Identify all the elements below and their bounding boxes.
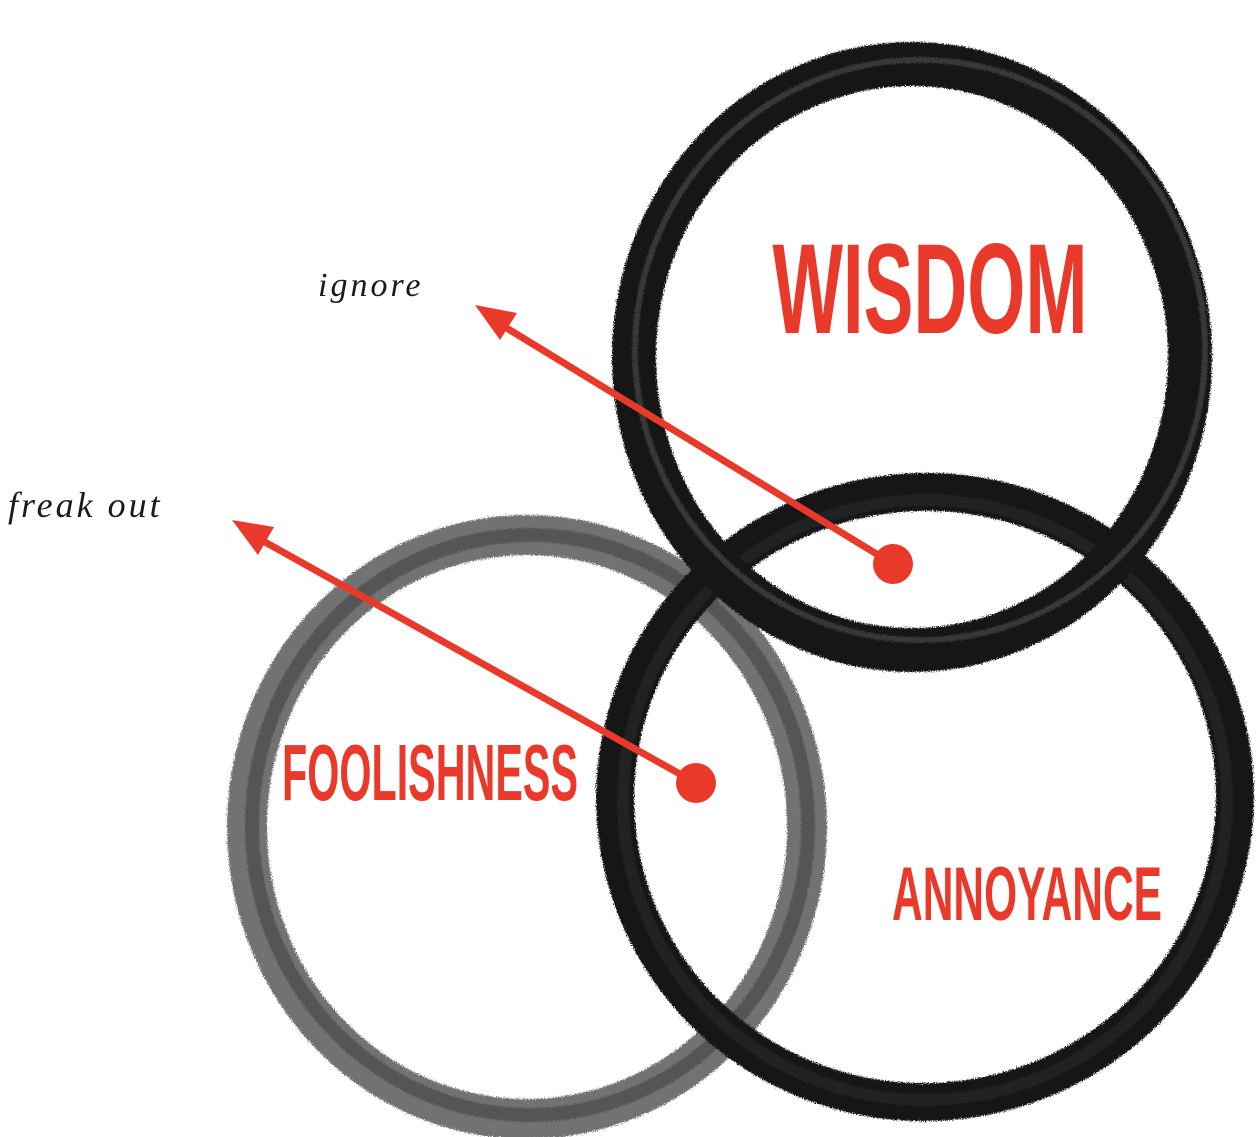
foolishness-label: FOOLISHNESS: [282, 728, 578, 817]
freak-out-dot: [676, 763, 716, 803]
annoyance-circle: [576, 452, 1258, 1137]
freak-out-label: freak out: [8, 485, 163, 525]
wisdom-label: WISDOM: [773, 218, 1088, 361]
freak-out-arrowhead: [232, 520, 274, 555]
ignore-dot: [873, 544, 913, 584]
ignore-label: ignore: [318, 267, 424, 304]
ignore-arrowhead: [475, 305, 517, 340]
annoyance-label: ANNOYANCE: [892, 852, 1162, 937]
